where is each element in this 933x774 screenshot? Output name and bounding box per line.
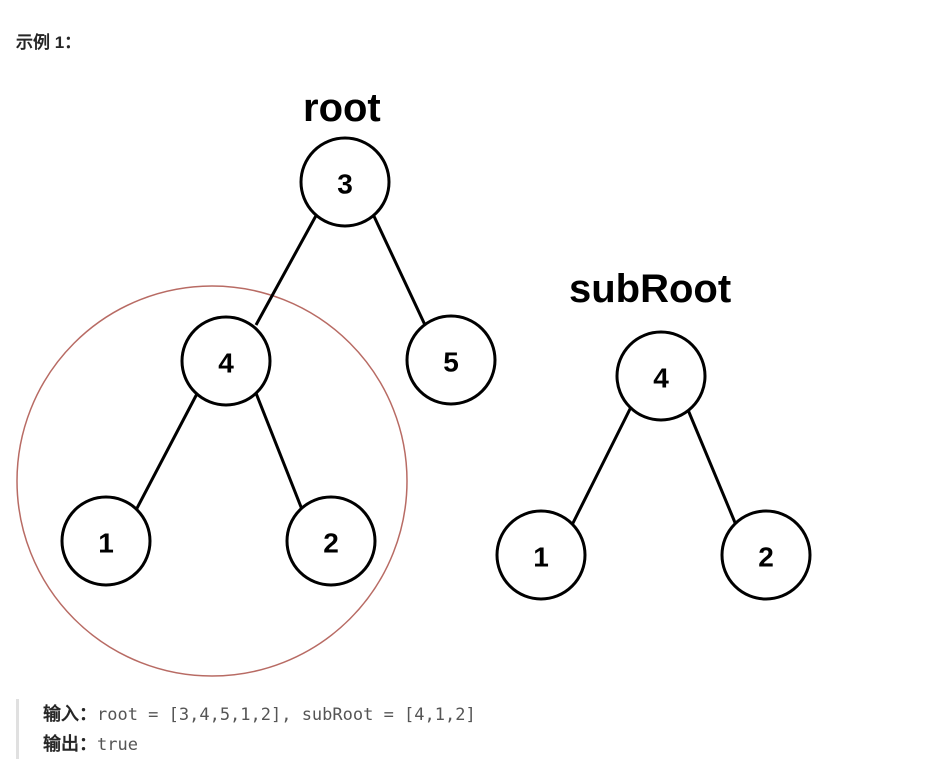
subroot-node-4: 4 [615,330,707,422]
output-value: true [97,735,138,755]
input-label: 输入： [43,704,97,725]
example-heading: 示例 1： [16,33,82,52]
subroot-node-1-label: 1 [533,542,549,573]
sub-edge-4-2 [684,404,738,526]
input-value: root = [3,4,5,1,2], subRoot = [4,1,2] [97,705,476,725]
root-node-5: 5 [405,314,497,406]
subroot-node-2-label: 2 [758,542,774,573]
edge-3-5 [370,211,427,326]
edge-4-2 [252,387,305,513]
example-io-block: 输入：root = [3,4,5,1,2], subRoot = [4,1,2]… [16,699,476,759]
root-node-1: 1 [60,495,152,587]
root-node-1-label: 1 [98,528,114,559]
subroot-node-2: 2 [720,509,812,601]
edge-4-1 [133,387,202,513]
output-label: 输出： [43,734,97,755]
root-node-4-label: 4 [218,348,234,379]
output-line: 输出：true [43,729,476,759]
root-node-2: 2 [285,495,377,587]
tree-diagram: root subRoot 3 4 5 1 2 4 1 2 [16,86,812,677]
subroot-title: subRoot [569,267,731,311]
subroot-node-4-label: 4 [653,363,669,394]
root-title: root [303,86,381,130]
subroot-node-1: 1 [495,509,587,601]
sub-edge-4-1 [570,404,634,526]
subtree-highlight-circle [16,285,408,677]
root-node-4: 4 [180,315,272,407]
root-node-2-label: 2 [323,528,339,559]
edge-3-4 [254,211,320,326]
root-node-5-label: 5 [443,347,459,378]
root-node-3: 3 [299,136,391,228]
input-line: 输入：root = [3,4,5,1,2], subRoot = [4,1,2] [43,699,476,729]
root-node-3-label: 3 [337,169,353,200]
